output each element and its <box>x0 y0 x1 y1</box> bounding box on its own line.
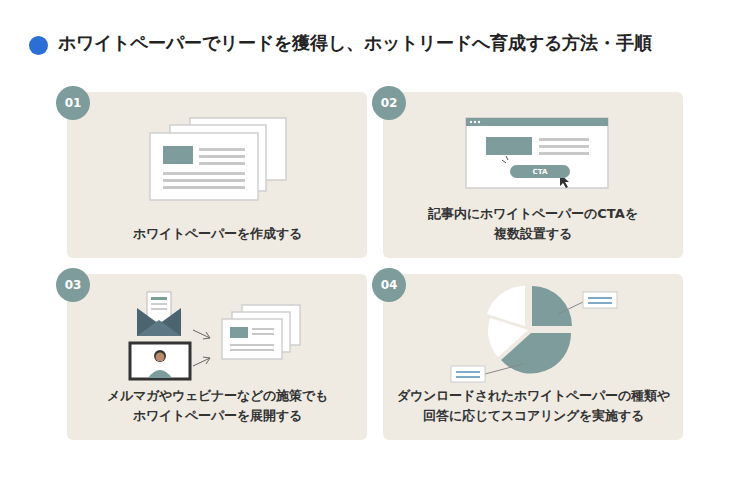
step-number: 04 <box>372 268 406 302</box>
step-label: CTA <box>533 168 548 176</box>
step-caption: メルマガやウェビナーなどの施策でも ホワイトペーパーを展開する <box>75 386 359 426</box>
step-number: 02 <box>372 86 406 120</box>
step-label: 04 <box>381 278 398 292</box>
diagram-title: ホワイトペーパーでリードを獲得し、ホットリードへ育成する方法・手順 <box>58 31 652 55</box>
step-number: 01 <box>56 86 90 120</box>
step-panel: ホワイトペーパーを作成する 01 <box>67 92 367 258</box>
step-panel: メルマガやウェビナーなどの施策でも ホワイトペーパーを展開する 03 <box>67 274 367 440</box>
step-label: 03 <box>65 278 82 292</box>
step-caption: 記事内にホワイトペーパーのCTAを 複数設置する <box>391 204 675 244</box>
step-label: 02 <box>381 96 398 110</box>
step-number: 03 <box>56 268 90 302</box>
step-panel: ダウンロードされたホワイトペーパーの種類や 回答に応じてスコアリングを実施する 0… <box>383 274 683 440</box>
step-caption: ホワイトペーパーを作成する <box>75 224 359 244</box>
step-caption: ダウンロードされたホワイトペーパーの種類や 回答に応じてスコアリングを実施する <box>391 386 675 426</box>
step-label: 01 <box>65 96 82 110</box>
cta-button: CTA <box>510 165 570 178</box>
title-bullet <box>29 36 48 55</box>
step-panel: 記事内にホワイトペーパーのCTAを 複数設置する 02CTA <box>383 92 683 258</box>
